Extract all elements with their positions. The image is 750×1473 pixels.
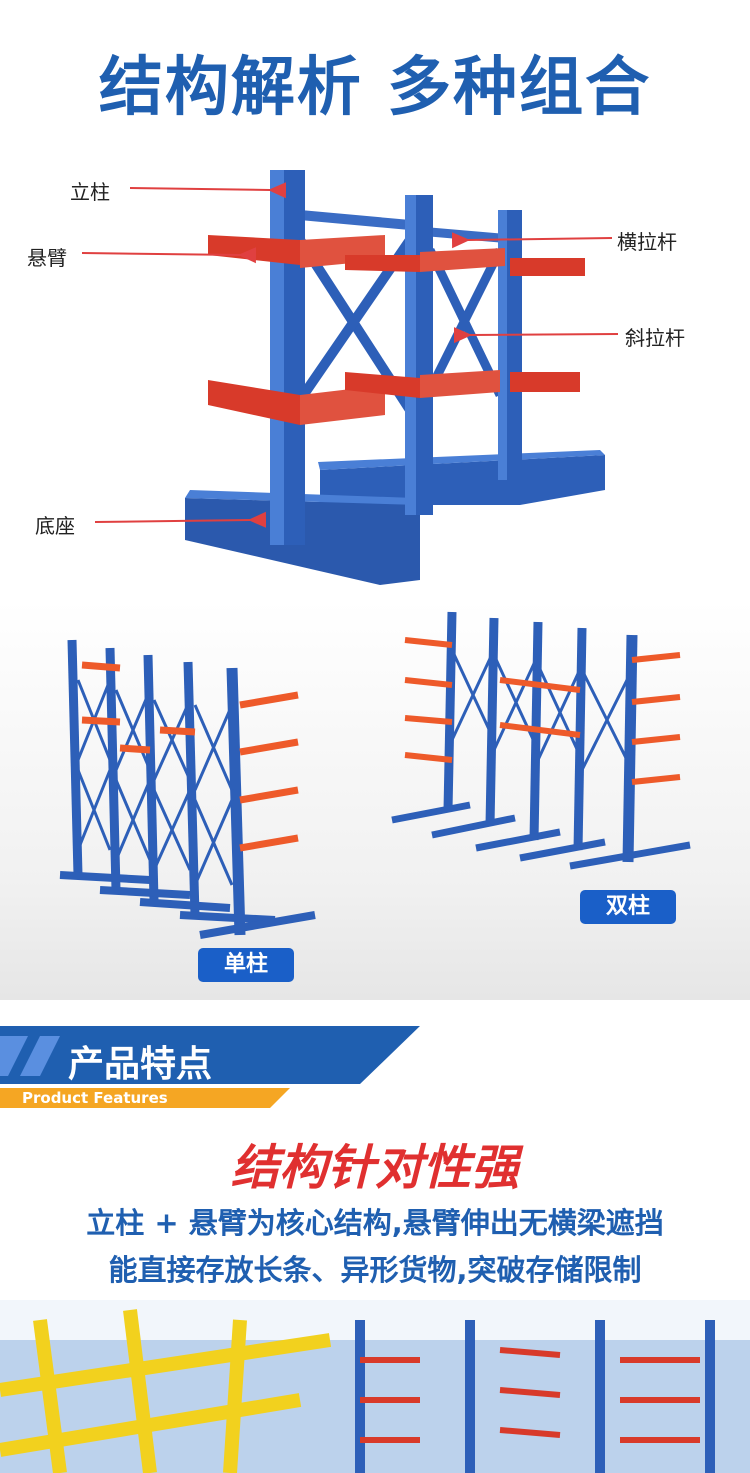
callout-base: 底座 — [35, 514, 75, 538]
variants-illustration — [59, 611, 691, 939]
features-banner — [0, 1026, 420, 1108]
features-headline: 结构针对性强 — [230, 1140, 519, 1196]
rack-structure-diagram — [81, 170, 619, 585]
features-line-1: 立柱 + 悬臂为核心结构,悬臂伸出无横梁遮挡 — [86, 1206, 664, 1240]
page-title: 结构解析 多种组合 — [98, 51, 652, 125]
double-column-rack — [391, 611, 691, 870]
callout-diagonal-brace: 斜拉杆 — [625, 326, 685, 350]
features-subtitle: Product Features — [22, 1089, 168, 1107]
callout-horizontal-brace: 横拉杆 — [617, 230, 677, 254]
callout-column: 立柱 — [70, 180, 110, 204]
single-column-rack — [59, 639, 316, 939]
label-double-column: 双柱 — [580, 890, 676, 924]
features-line-2: 能直接存放长条、异形货物,突破存储限制 — [108, 1253, 642, 1287]
callout-arm: 悬臂 — [27, 246, 67, 270]
features-title: 产品特点 — [68, 1044, 213, 1085]
warehouse-photo — [0, 1300, 750, 1473]
label-single-column: 单柱 — [198, 948, 294, 982]
